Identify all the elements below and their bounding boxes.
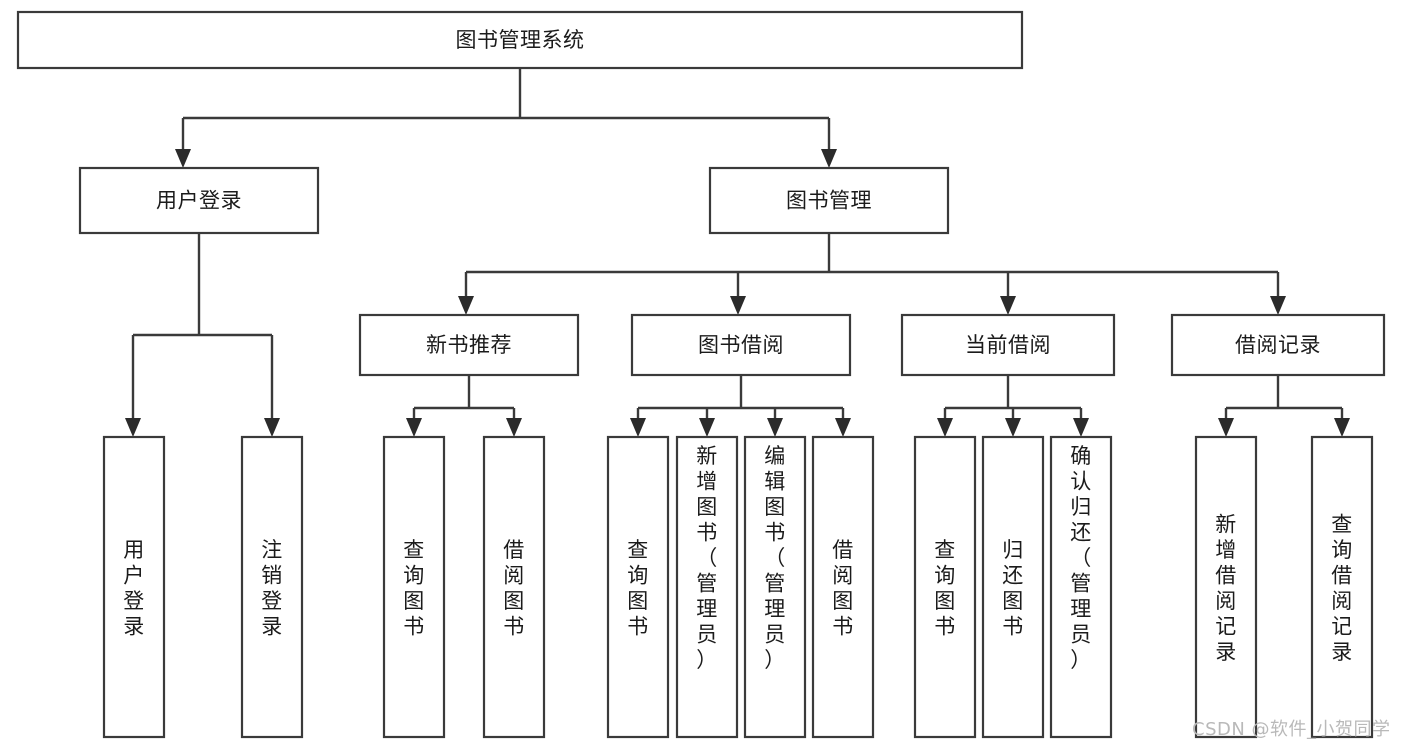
node-box[interactable] (382, 435, 446, 739)
node-label: 借阅记录 (1235, 333, 1321, 357)
node-boxes-layer: 图书管理系统用户登录图书管理新书推荐图书借阅当前借阅借阅记录用户登录注销登录查询… (16, 10, 1386, 739)
subgroup-3-drop-0-arrowhead (1218, 418, 1234, 437)
node-box[interactable] (1170, 313, 1386, 377)
node-box[interactable] (743, 435, 807, 739)
node-label: 新增借阅记录 (1215, 513, 1237, 665)
node-label: 新增图书（管理员） (696, 444, 718, 672)
node-borrow-record[interactable]: 借阅记录 (1170, 313, 1386, 377)
node-label: 图书借阅 (698, 333, 784, 357)
subgroup-2-drop-2-arrowhead (1073, 418, 1089, 437)
node-box[interactable] (630, 313, 852, 377)
node-leaf-query-book-3[interactable]: 查询图书 (913, 435, 977, 739)
node-new-book-rec[interactable]: 新书推荐 (358, 313, 580, 377)
subgroup-1-drop-0-arrowhead (630, 418, 646, 437)
node-label: 用户登录 (123, 538, 145, 639)
node-label: 查询借阅记录 (1331, 513, 1353, 665)
node-label: 图书管理系统 (456, 28, 585, 52)
node-box[interactable] (78, 166, 320, 235)
node-box[interactable] (102, 435, 166, 739)
node-label: 查询图书 (934, 538, 956, 639)
node-leaf-confirm-return[interactable]: 确认归还（管理员） (1049, 435, 1113, 739)
node-label: 图书管理 (786, 189, 872, 213)
node-leaf-edit-book[interactable]: 编辑图书（管理员） (743, 435, 807, 739)
node-leaf-query-book-1[interactable]: 查询图书 (382, 435, 446, 739)
node-label: 归还图书 (1002, 538, 1024, 639)
node-box[interactable] (606, 435, 670, 739)
node-user-login[interactable]: 用户登录 (78, 166, 320, 235)
node-leaf-query-record[interactable]: 查询借阅记录 (1310, 435, 1374, 739)
node-leaf-borrow-book-2[interactable]: 借阅图书 (811, 435, 875, 739)
node-leaf-return-book[interactable]: 归还图书 (981, 435, 1045, 739)
node-box[interactable] (482, 435, 546, 739)
node-box[interactable] (708, 166, 950, 235)
node-root[interactable]: 图书管理系统 (16, 10, 1024, 70)
csdn-watermark: CSDN @软件_小贺同学 (1192, 719, 1391, 740)
node-box[interactable] (358, 313, 580, 377)
node-book-manage[interactable]: 图书管理 (708, 166, 950, 235)
level2-drop-0-arrowhead (175, 149, 191, 168)
node-box[interactable] (811, 435, 875, 739)
node-label: 编辑图书（管理员） (764, 444, 786, 672)
level3-drop-0-arrowhead (458, 296, 474, 315)
node-box[interactable] (900, 313, 1116, 377)
node-label: 借阅图书 (503, 538, 525, 639)
connector-edges-layer (125, 68, 1350, 437)
user-login-drop-0-arrowhead (125, 418, 141, 437)
subgroup-0-drop-0-arrowhead (406, 418, 422, 437)
node-label: 查询图书 (627, 538, 649, 639)
node-box[interactable] (1194, 435, 1258, 739)
node-box[interactable] (1310, 435, 1374, 739)
node-box[interactable] (913, 435, 977, 739)
node-label: 查询图书 (403, 538, 425, 639)
node-book-borrow[interactable]: 图书借阅 (630, 313, 852, 377)
subgroup-3-drop-1-arrowhead (1334, 418, 1350, 437)
node-leaf-query-book-2[interactable]: 查询图书 (606, 435, 670, 739)
node-box[interactable] (16, 10, 1024, 70)
node-label: 确认归还（管理员） (1070, 444, 1092, 672)
level3-drop-1-arrowhead (730, 296, 746, 315)
node-label: 用户登录 (156, 189, 242, 213)
subgroup-1-drop-3-arrowhead (835, 418, 851, 437)
subgroup-2-drop-0-arrowhead (937, 418, 953, 437)
node-box[interactable] (675, 435, 739, 739)
node-leaf-user-logout[interactable]: 注销登录 (240, 435, 304, 739)
node-box[interactable] (1049, 435, 1113, 739)
subgroup-0-drop-1-arrowhead (506, 418, 522, 437)
node-label: 当前借阅 (965, 333, 1051, 357)
node-box[interactable] (240, 435, 304, 739)
level3-drop-2-arrowhead (1000, 296, 1016, 315)
subgroup-2-drop-1-arrowhead (1005, 418, 1021, 437)
user-login-drop-1-arrowhead (264, 418, 280, 437)
node-leaf-borrow-book-1[interactable]: 借阅图书 (482, 435, 546, 739)
node-current-borrow[interactable]: 当前借阅 (900, 313, 1116, 377)
subgroup-1-drop-2-arrowhead (767, 418, 783, 437)
subgroup-1-drop-1-arrowhead (699, 418, 715, 437)
node-leaf-add-record[interactable]: 新增借阅记录 (1194, 435, 1258, 739)
node-label: 借阅图书 (832, 538, 854, 639)
node-box[interactable] (981, 435, 1045, 739)
node-label: 新书推荐 (426, 333, 512, 357)
level2-drop-1-arrowhead (821, 149, 837, 168)
node-label: 注销登录 (261, 538, 283, 639)
node-leaf-user-login[interactable]: 用户登录 (102, 435, 166, 739)
level3-drop-3-arrowhead (1270, 296, 1286, 315)
node-leaf-add-book[interactable]: 新增图书（管理员） (675, 435, 739, 739)
